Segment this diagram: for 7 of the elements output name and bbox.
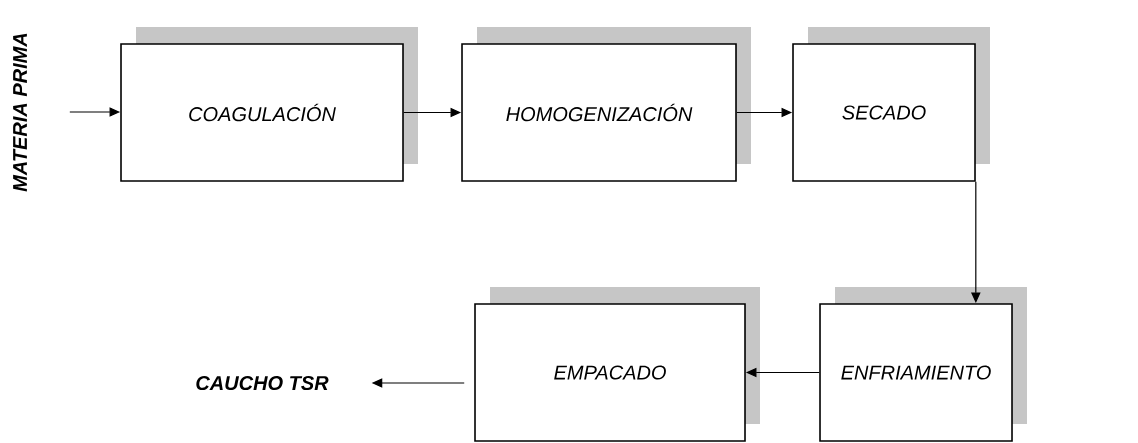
side-label: MATERIA PRIMA <box>13 33 27 192</box>
process-box: COAGULACIÓN <box>120 27 418 182</box>
process-box: EMPACADO <box>474 287 760 442</box>
process-box: ENFRIAMIENTO <box>819 287 1027 442</box>
process-box: HOMOGENIZACIÓN <box>461 27 751 182</box>
output-label: CAUCHO TSR <box>196 375 329 391</box>
process-box: SECADO <box>792 27 990 182</box>
